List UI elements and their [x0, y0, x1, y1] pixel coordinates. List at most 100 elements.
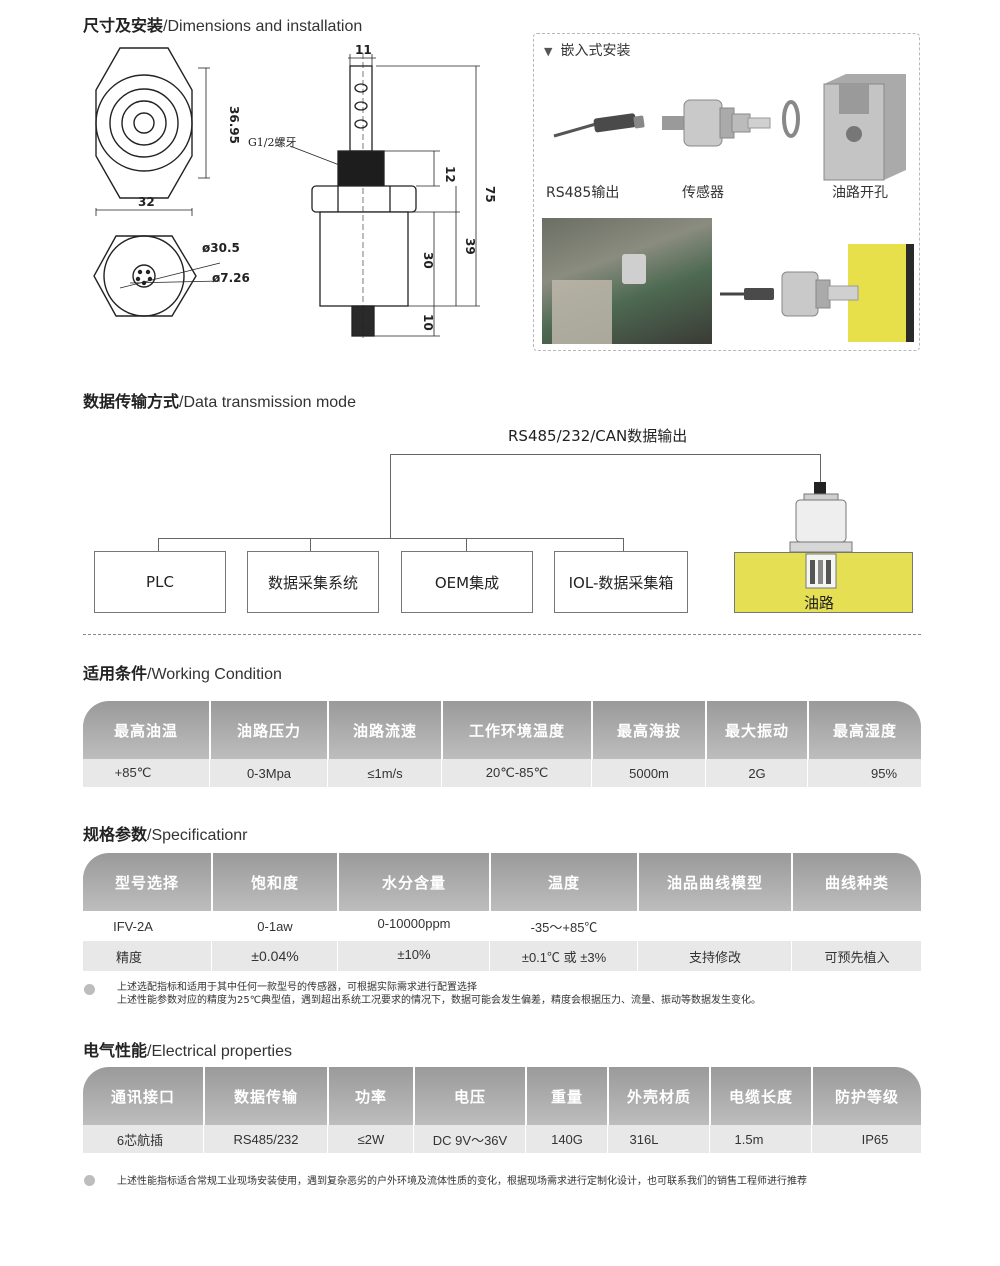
electrical-header: 电压: [453, 1087, 486, 1106]
spec-table: 型号选择 饱和度 水分含量 温度 油品曲线模型 曲线种类 IFV-2A 0-1a…: [83, 853, 921, 971]
working-header: 最高湿度: [832, 721, 897, 740]
oil-hole-block-icon: [823, 74, 906, 181]
spec-note-2: 上述性能参数对应的精度为25℃典型值，遇到超出系统工况要求的情况下，数据可能会发…: [117, 995, 761, 1006]
sensor-device-icon: [662, 99, 771, 147]
dim-h12: 12: [443, 166, 457, 183]
spec-cell: 支持修改: [688, 949, 741, 965]
electrical-header: 外壳材质: [626, 1087, 691, 1106]
working-cell: 0-3Mpa: [246, 765, 292, 781]
electrical-table: 通讯接口 数据传输 功率 电压 重量 外壳材质 电缆长度 防护等级 6芯航插 R…: [83, 1067, 921, 1155]
spec-cell: [793, 911, 921, 941]
spec-cell: ±10%: [397, 946, 431, 962]
working-cell: 95%: [870, 765, 898, 781]
target-plc: PLC: [94, 551, 226, 613]
electrical-cell: ≤2W: [357, 1131, 385, 1147]
electrical-title: 电气性能/Electrical properties: [83, 1041, 292, 1060]
working-header: 最大振动: [724, 721, 789, 740]
spec-cell: ±0.1℃ 或 ±3%: [521, 949, 607, 965]
working-cell: ≤1m/s: [367, 765, 403, 781]
section-divider: [83, 634, 921, 635]
spec-header: 型号选择: [114, 873, 179, 892]
electrical-header: 数据传输: [233, 1087, 298, 1106]
hex-bottom-view: [93, 235, 221, 317]
spec-row-2: 精度 ±0.04% ±10% ±0.1℃ 或 ±3% 支持修改 可预先植入: [83, 941, 921, 971]
working-header: 最高油温: [113, 721, 178, 740]
working-header: 油路流速: [352, 721, 417, 740]
transmission-title: 数据传输方式/Data transmission mode: [83, 392, 356, 411]
spec-cell: 精度: [115, 949, 142, 965]
note-bullet: [84, 1175, 95, 1186]
working-header: 油路压力: [236, 721, 301, 740]
hex-top-view: [95, 47, 193, 199]
oil-line-label: 油路: [804, 594, 835, 612]
electrical-header: 重量: [550, 1087, 583, 1106]
install-label-sensor: 传感器: [682, 185, 724, 201]
dim-hex-height: 36.95: [227, 106, 241, 144]
target-daq-system: 数据采集系统: [247, 551, 379, 613]
install-label-rs485: RS485输出: [546, 185, 620, 201]
electrical-row: 6芯航插 RS485/232 ≤2W DC 9V～36V 140G 316L 1…: [83, 1125, 921, 1153]
bus-line-horizontal: [158, 538, 624, 539]
electrical-note: 上述性能指标适合常规工业现场安装使用，遇到复杂恶劣的户外环境及流体性质的变化，根…: [117, 1176, 807, 1187]
dim-h10: 10: [421, 314, 435, 331]
electrical-cell: 6芯航插: [116, 1132, 164, 1148]
output-label: RS485/232/CAN数据输出: [508, 427, 688, 445]
spec-note-1: 上述选配指标和适用于其中任何一款型号的传感器，可根据实际需求进行配置选择: [117, 982, 477, 993]
electrical-cell: 316L: [629, 1131, 659, 1147]
spec-cell: 可预先植入: [824, 949, 890, 965]
electrical-cell: 1.5m: [734, 1131, 764, 1147]
install-parts-illustration: [553, 74, 906, 181]
assembled-illustration: [720, 244, 914, 342]
electrical-cell: RS485/232: [233, 1131, 299, 1147]
note-bullet: [84, 984, 95, 995]
electrical-cell: IP65: [861, 1131, 889, 1147]
working-header: 最高海拔: [616, 721, 681, 740]
dim-h75: 75: [483, 186, 497, 203]
spec-header: 温度: [547, 873, 580, 892]
dim-hex-width: 32: [138, 195, 155, 209]
working-cell: 2G: [748, 765, 766, 781]
install-label-hole: 油路开孔: [832, 185, 888, 201]
install-photo: [542, 218, 712, 344]
working-title: 适用条件/Working Condition: [83, 664, 282, 683]
electrical-cell: DC 9V～36V: [432, 1132, 508, 1148]
photo-sensor-shape: [622, 254, 646, 284]
install-header: ▼嵌入式安装: [544, 43, 631, 59]
dimension-drawing: 32 36.95 ø30.5 ø7.26: [93, 43, 497, 338]
spec-cell: 0-1aw: [257, 918, 293, 934]
pipe-shape: [552, 280, 612, 344]
dim-inner-dia: ø7.26: [212, 271, 250, 285]
sensor-side-view: [311, 53, 417, 338]
dim-thread-label: G1/2螺牙: [248, 136, 297, 149]
spec-header: 油品曲线模型: [666, 873, 763, 892]
spec-cell: IFV-2A: [113, 918, 153, 934]
electrical-cell: 140G: [551, 1131, 583, 1147]
electrical-header: 电缆长度: [728, 1087, 793, 1106]
electrical-header: 功率: [354, 1087, 387, 1106]
working-row: +85℃ 0-3Mpa ≤1m/s 20℃-85℃ 5000m 2G 95%: [83, 759, 921, 787]
spec-title: 规格参数/Specificationr: [83, 825, 248, 844]
bus-line-top: [390, 454, 821, 455]
oil-sensor-icon: [789, 482, 853, 589]
spec-cell: ±0.04%: [251, 948, 299, 964]
dim-h39: 39: [463, 238, 477, 255]
bus-line-drop: [390, 454, 391, 538]
working-table: 最高油温 油路压力 油路流速 工作环境温度 最高海拔 最大振动 最高湿度 +85…: [83, 701, 921, 787]
rs485-cable-icon: [553, 113, 645, 138]
spec-cell: [639, 911, 791, 941]
dim-h30: 30: [421, 252, 435, 269]
target-iol-box: IOL-数据采集箱: [554, 551, 688, 613]
washer-icon: [782, 100, 800, 138]
working-cell: +85℃: [114, 765, 152, 780]
spec-cell: 0-10000ppm: [377, 915, 451, 931]
dim-outer-dia: ø30.5: [202, 241, 240, 255]
target-oem: OEM集成: [401, 551, 533, 613]
working-cell: 20℃-85℃: [485, 765, 549, 780]
spec-row-1: IFV-2A 0-1aw 0-10000ppm -35～+85℃: [83, 911, 921, 941]
spec-header: 饱和度: [250, 873, 299, 892]
dim-thread-width: 11: [355, 43, 372, 57]
install-panel: ▼嵌入式安装 RS485输出 传感器 油路开孔: [533, 33, 920, 351]
bus-line-sensor: [820, 454, 821, 482]
dimensions-title: 尺寸及安装/Dimensions and installation: [83, 16, 363, 35]
spec-header: 曲线种类: [824, 873, 889, 892]
